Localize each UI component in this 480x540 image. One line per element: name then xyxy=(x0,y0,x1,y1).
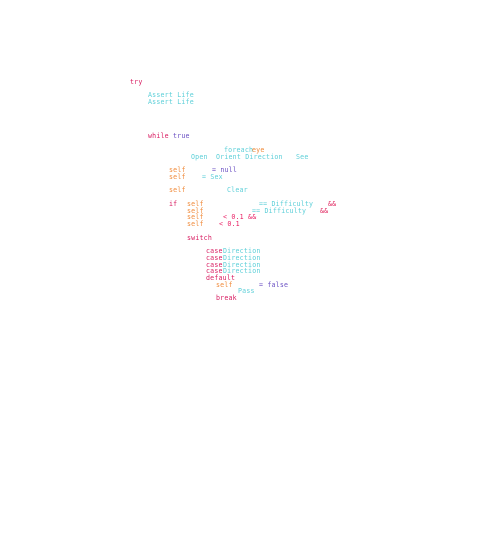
and-operator: && xyxy=(328,200,337,208)
keyword-try: try xyxy=(130,78,143,86)
self-reference: self xyxy=(169,166,186,174)
self-reference: self xyxy=(187,213,204,221)
orient-direction-call: Orient Direction xyxy=(216,153,283,161)
keyword-default: default xyxy=(206,274,236,282)
assert-life-call: Assert Life xyxy=(148,91,194,99)
clear-call: Clear xyxy=(227,186,248,194)
self-reference: self xyxy=(169,173,186,181)
literal-true: true xyxy=(173,132,190,140)
keyword-case: case xyxy=(206,261,223,269)
direction-enum: Direction xyxy=(223,261,261,269)
self-reference: self xyxy=(216,281,233,289)
and-operator: && xyxy=(320,207,329,215)
assign-null: = null xyxy=(212,166,238,174)
self-reference: self xyxy=(187,220,204,228)
keyword-if: if xyxy=(169,200,178,208)
open-call: Open xyxy=(191,153,208,161)
eye-variable: eye xyxy=(252,146,265,154)
direction-enum: Direction xyxy=(223,247,261,255)
assign-sex: = Sex xyxy=(202,173,223,181)
pass-call: Pass xyxy=(238,287,255,295)
direction-enum: Direction xyxy=(223,267,261,275)
keyword-case: case xyxy=(206,254,223,262)
self-reference: self xyxy=(187,207,204,215)
foreach-keyword: foreach xyxy=(224,146,254,154)
keyword-while: while xyxy=(148,132,169,140)
assert-life-call: Assert Life xyxy=(148,98,194,106)
see-call: See xyxy=(296,153,309,161)
self-reference: self xyxy=(169,186,186,194)
keyword-case: case xyxy=(206,267,223,275)
keyword-case: case xyxy=(206,247,223,255)
keyword-break: break xyxy=(216,294,237,302)
keyword-switch: switch xyxy=(187,234,213,242)
less-than-compare: < 0.1 && xyxy=(223,213,257,221)
self-reference: self xyxy=(187,200,204,208)
difficulty-compare: == Difficulty xyxy=(252,207,307,215)
assign-false: = false xyxy=(259,281,289,289)
direction-enum: Direction xyxy=(223,254,261,262)
difficulty-compare: == Difficulty xyxy=(259,200,314,208)
less-than-compare: < 0.1 xyxy=(219,220,240,228)
